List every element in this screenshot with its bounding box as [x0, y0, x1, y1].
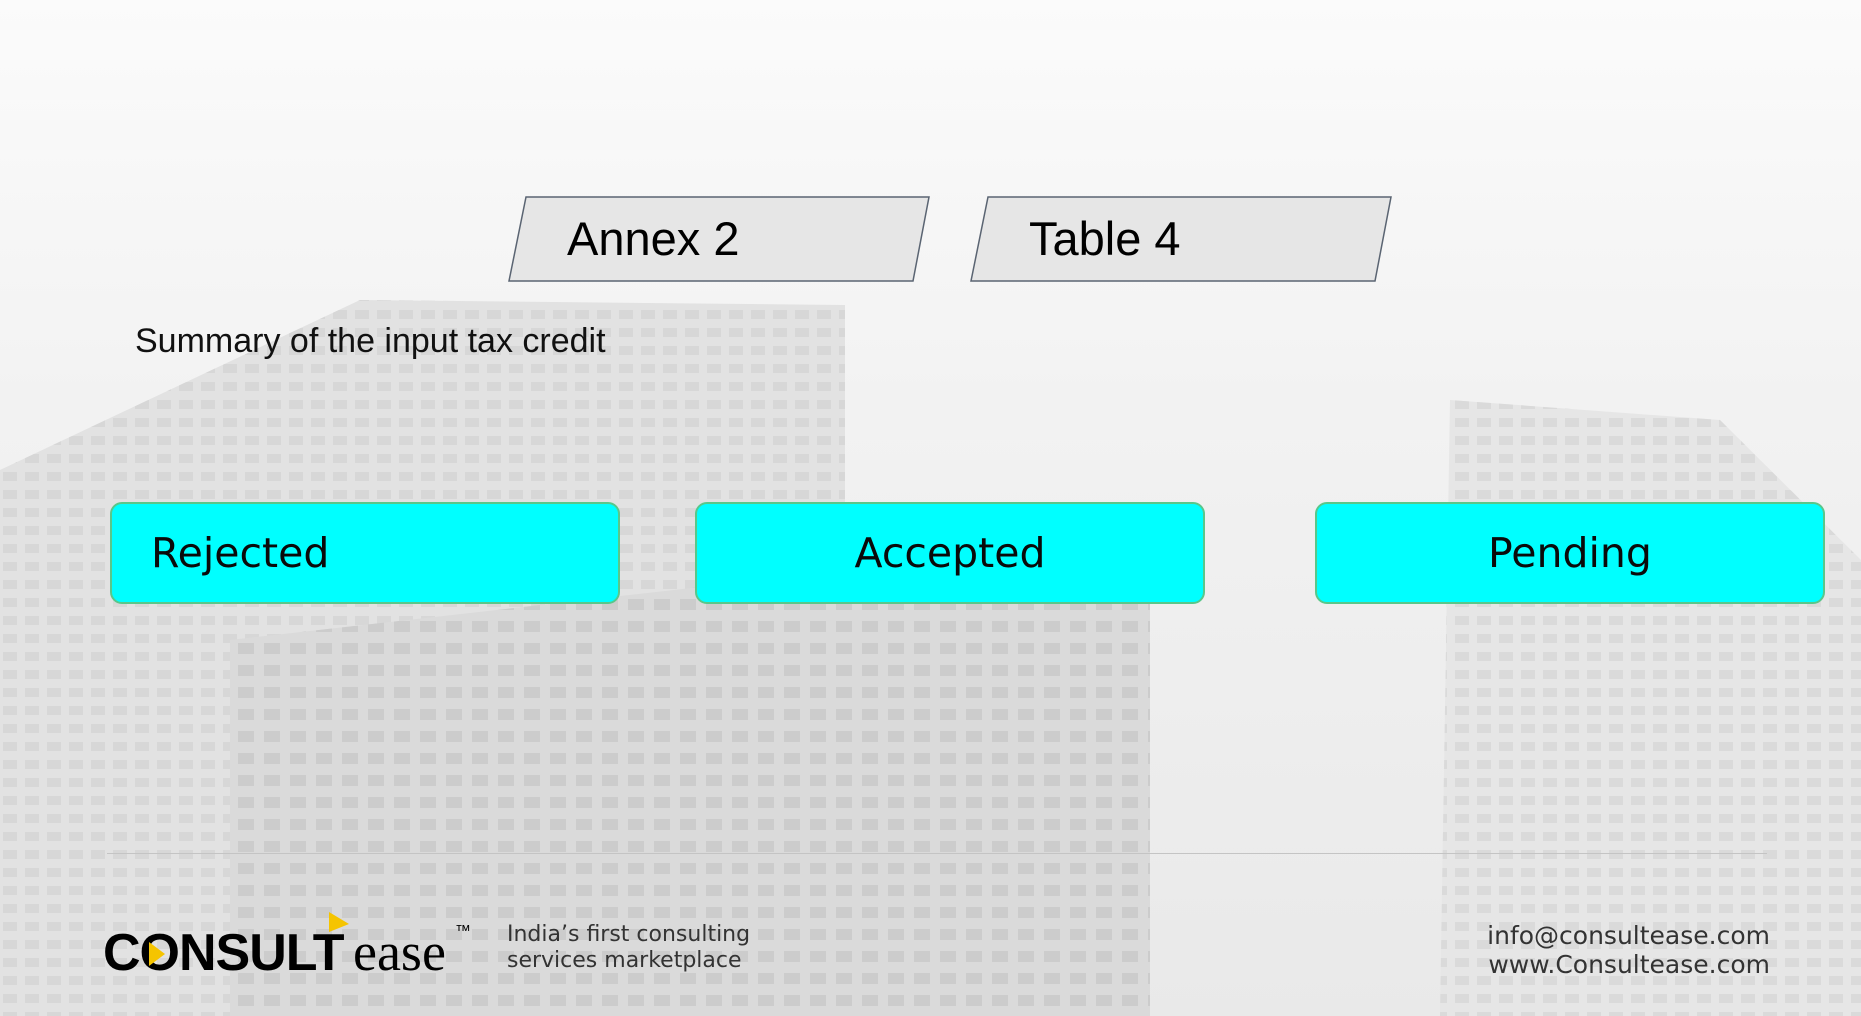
footer-tagline: India’s first consulting services market…: [507, 922, 750, 974]
button-label: Rejected: [151, 529, 330, 577]
footer-divider: [107, 853, 1767, 854]
footer-contact: info@consultease.com www.Consultease.com: [1487, 921, 1770, 979]
tagline-line-1: India’s first consulting: [507, 922, 751, 947]
pending-button[interactable]: Pending: [1315, 502, 1825, 604]
tab-parallelogram: [970, 196, 1392, 282]
tab-table-4: Table 4: [970, 196, 1392, 282]
button-label: Pending: [1488, 529, 1652, 577]
tagline-line-2: services marketplace: [507, 948, 742, 973]
svg-text:ease: ease: [353, 922, 446, 982]
consultease-logo: CONSULT ease ™: [103, 902, 483, 987]
accepted-button[interactable]: Accepted: [695, 502, 1205, 604]
svg-text:CONSULT: CONSULT: [103, 924, 345, 982]
tab-label: Annex 2: [567, 212, 740, 265]
button-label: Accepted: [854, 529, 1046, 577]
tab-annex-2: Annex 2: [508, 196, 930, 282]
page-subtitle: Summary of the input tax credit: [135, 322, 606, 360]
contact-website[interactable]: www.Consultease.com: [1488, 950, 1770, 979]
tab-parallelogram: [508, 196, 930, 282]
rejected-button[interactable]: Rejected: [110, 502, 620, 604]
contact-email[interactable]: info@consultease.com: [1487, 921, 1770, 950]
svg-text:™: ™: [455, 923, 471, 940]
tab-label: Table 4: [1029, 212, 1181, 265]
